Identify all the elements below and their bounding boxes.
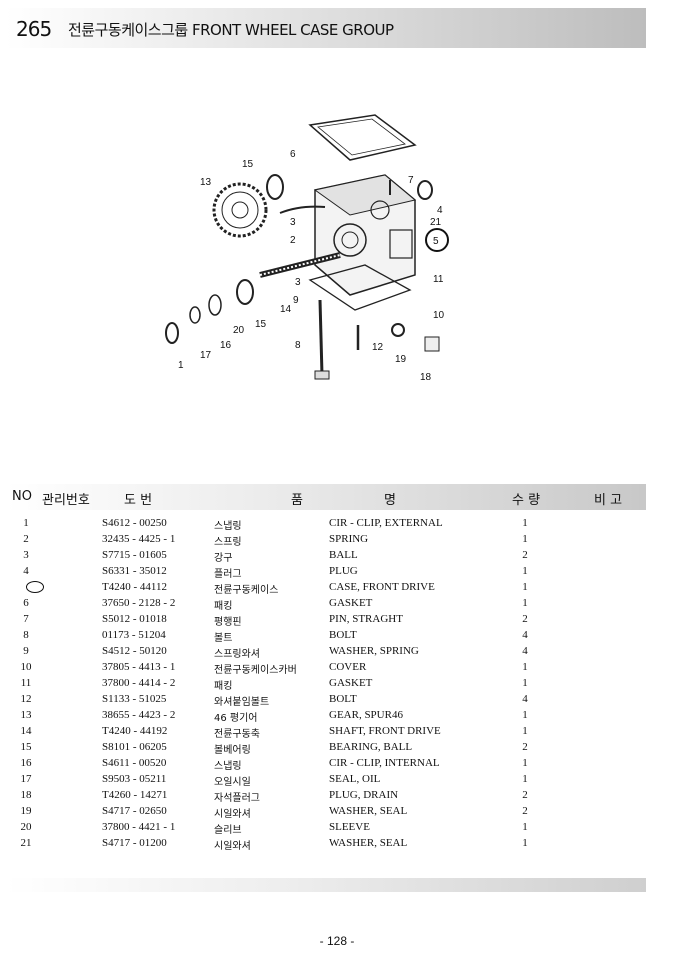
callout-1: 1 bbox=[178, 360, 184, 371]
col-note: 비 고 bbox=[594, 493, 623, 508]
callout-15-top: 15 bbox=[242, 159, 254, 170]
callout-18: 18 bbox=[420, 372, 432, 383]
callout-3: 3 bbox=[295, 277, 301, 288]
callout-7: 7 bbox=[408, 175, 414, 186]
col-drawing-number: 도 번 bbox=[124, 493, 153, 508]
col-qty: 수 량 bbox=[512, 493, 541, 508]
callout-19: 19 bbox=[395, 354, 407, 365]
page-title: 전륜구동케이스그룹 FRONT WHEEL CASE GROUP bbox=[68, 21, 394, 39]
parts-table-header: NO 관리번호 도 번 품 명 수 량 비 고 bbox=[6, 484, 646, 510]
callout-12: 12 bbox=[372, 342, 384, 353]
callout-11: 11 bbox=[433, 274, 444, 285]
callout-21: 21 bbox=[430, 217, 442, 228]
callout-13: 13 bbox=[200, 177, 212, 188]
footer-band bbox=[6, 878, 646, 892]
callout-8: 8 bbox=[295, 340, 301, 351]
callout-15: 15 bbox=[255, 319, 267, 330]
callout-9: 9 bbox=[293, 295, 299, 306]
col-no: NO bbox=[12, 489, 32, 504]
callout-6: 6 bbox=[290, 149, 296, 160]
col-name-2: 명 bbox=[384, 493, 396, 508]
section-number: 265 bbox=[16, 17, 52, 41]
callout-17: 17 bbox=[200, 350, 212, 361]
callout-5: 5 bbox=[433, 236, 439, 247]
page-header: 265 전륜구동케이스그룹 FRONT WHEEL CASE GROUP bbox=[6, 8, 646, 48]
callout-2: 2 bbox=[290, 235, 296, 246]
callout-20: 20 bbox=[233, 325, 245, 336]
callout-16: 16 bbox=[220, 340, 232, 351]
callout-10: 10 bbox=[433, 310, 445, 321]
col-mgmt-number: 관리번호 bbox=[42, 493, 90, 508]
exploded-parts-diagram: 6 15 13 7 4 21 5 3 2 11 3 9 14 15 20 16 … bbox=[150, 105, 470, 395]
callout-4: 4 bbox=[437, 205, 443, 216]
callout-3-top: 3 bbox=[290, 217, 296, 228]
col-name-1: 품 bbox=[291, 493, 303, 508]
page-number: - 128 - bbox=[319, 934, 355, 948]
callout-14: 14 bbox=[280, 304, 292, 315]
